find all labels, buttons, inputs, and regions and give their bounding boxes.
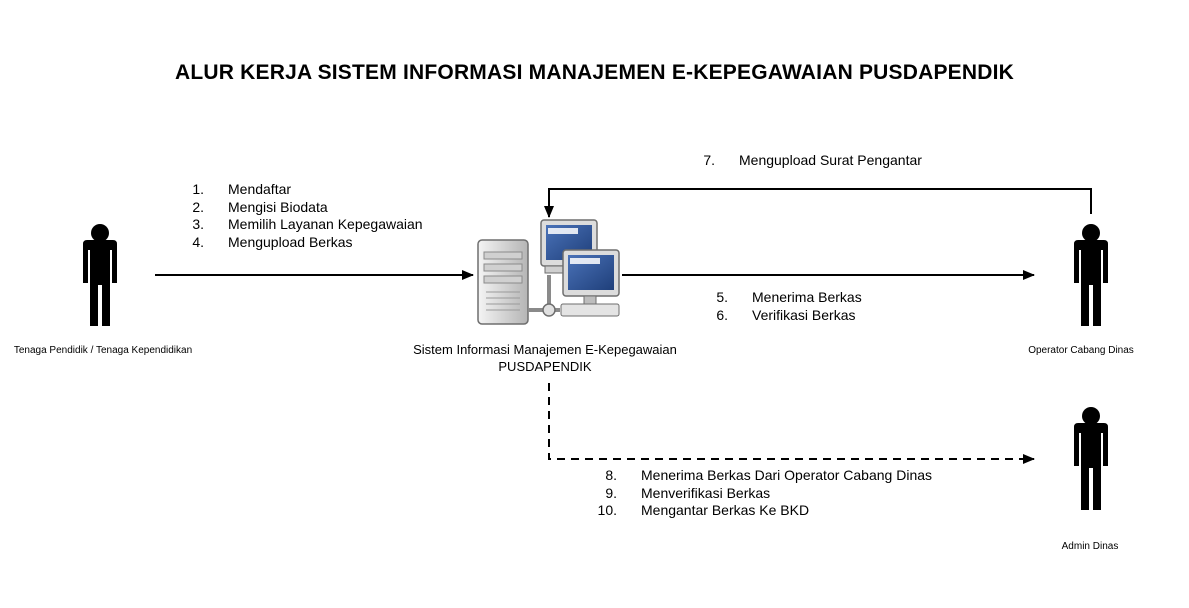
step-number: 2. <box>192 198 204 215</box>
step-text: Mengisi Biodata <box>228 198 328 215</box>
step-number: 7. <box>703 152 715 168</box>
admin-person-icon <box>1074 407 1108 510</box>
step-item: 1. Mendaftar <box>186 181 423 199</box>
operator-person-icon <box>1074 224 1108 326</box>
step-number: 6. <box>716 306 728 323</box>
step-item: 9. Menverifikasi Berkas <box>592 485 932 503</box>
system-label: Sistem Informasi Manajemen E-Kepegawaian… <box>395 341 695 375</box>
step-item: 5. Menerima Berkas <box>710 289 862 307</box>
step-item: 2. Mengisi Biodata <box>186 199 423 217</box>
step-text: Mendaftar <box>228 181 292 197</box>
arrow-operator-to-system <box>544 188 1092 218</box>
step-text: Mengupload Surat Pengantar <box>739 152 922 168</box>
step-text: Mengantar Berkas Ke BKD <box>641 502 810 519</box>
step-item: 7. Mengupload Surat Pengantar <box>697 152 922 170</box>
server-computers-icon <box>477 219 620 325</box>
step-text: Menerima Berkas Dari Operator Cabang Din… <box>641 467 933 483</box>
steps-cover-letter: 7. Mengupload Surat Pengantar <box>697 152 922 170</box>
tenaga-label: Tenaga Pendidik / Tenaga Kependidikan <box>13 345 193 356</box>
step-number: 1. <box>192 181 204 197</box>
system-label-line2: PUSDAPENDIK <box>498 359 592 374</box>
step-number: 10. <box>597 502 617 519</box>
step-text: Menverifikasi Berkas <box>641 484 771 501</box>
admin-label: Admin Dinas <box>1061 541 1119 552</box>
step-item: 8. Menerima Berkas Dari Operator Cabang … <box>592 467 932 485</box>
step-text: Verifikasi Berkas <box>752 306 856 323</box>
step-text: Memilih Layanan Kepegawaian <box>228 216 423 233</box>
step-item: 3. Memilih Layanan Kepegawaian <box>186 216 423 234</box>
tenaga-person-icon <box>83 224 117 326</box>
step-number: 4. <box>192 234 204 251</box>
system-label-line1: Sistem Informasi Manajemen E-Kepegawaian <box>413 342 677 357</box>
step-text: Mengupload Berkas <box>228 234 353 251</box>
arrow-system-to-admin <box>548 383 1035 464</box>
step-item: 6. Verifikasi Berkas <box>710 307 862 325</box>
step-item: 10. Mengantar Berkas Ke BKD <box>592 502 932 520</box>
step-item: 4. Mengupload Berkas <box>186 234 423 252</box>
diagram-title: ALUR KERJA SISTEM INFORMASI MANAJEMEN E-… <box>174 61 1015 84</box>
steps-admin-process: 8. Menerima Berkas Dari Operator Cabang … <box>592 467 932 520</box>
step-number: 5. <box>716 289 728 305</box>
step-number: 9. <box>605 484 617 501</box>
step-number: 8. <box>605 467 617 483</box>
step-number: 3. <box>192 216 204 233</box>
operator-label: Operator Cabang Dinas <box>1028 345 1134 356</box>
step-text: Menerima Berkas <box>752 289 862 305</box>
steps-registration: 1. Mendaftar 2. Mengisi Biodata 3. Memil… <box>186 181 423 252</box>
steps-operator-review: 5. Menerima Berkas 6. Verifikasi Berkas <box>710 289 862 325</box>
